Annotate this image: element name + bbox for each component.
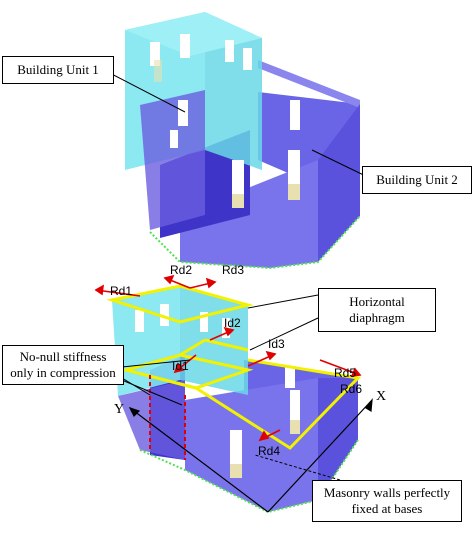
b-unit1-lower — [118, 380, 185, 460]
bottom-building-model — [94, 274, 362, 514]
label-rd5: Rd5 — [334, 366, 356, 380]
label-rd4: Rd4 — [258, 444, 280, 458]
top-windows — [150, 34, 300, 194]
axis-y-label: Y — [114, 402, 124, 417]
callout-building-unit-2: Building Unit 2 — [362, 166, 472, 194]
restraint-arrows — [94, 274, 362, 442]
axes — [128, 397, 373, 513]
callout-masonry-walls: Masonry walls perfectly fixed at bases — [312, 480, 462, 522]
b-unit2-front-wall — [185, 378, 318, 512]
bottom-doors — [230, 420, 300, 478]
compression-springs — [149, 375, 186, 460]
top-base-line — [149, 215, 361, 270]
label-rd1: Rd1 — [110, 284, 132, 298]
unit2-top-back — [258, 60, 360, 108]
label-id2: Id2 — [224, 316, 241, 330]
diaphragm-outlines — [106, 284, 362, 450]
top-building-model — [125, 12, 361, 270]
callout-building-unit-1: Building Unit 1 — [2, 56, 114, 84]
label-id1: Id1 — [172, 359, 189, 373]
unit2-front-wall-side — [318, 104, 360, 262]
label-rd2: Rd2 — [170, 263, 192, 277]
callout-horizontal-diaphragm: Horizontal diaphragm — [318, 288, 436, 332]
label-rd3: Rd3 — [222, 263, 244, 277]
label-rd6: Rd6 — [340, 382, 362, 396]
top-doors — [154, 60, 300, 208]
label-id3: Id3 — [268, 337, 285, 351]
axis-x-label: X — [376, 389, 386, 404]
callout-no-null-stiffness: No-null stiffness only in compression — [2, 345, 124, 385]
unit1-lower-purple — [140, 90, 205, 230]
